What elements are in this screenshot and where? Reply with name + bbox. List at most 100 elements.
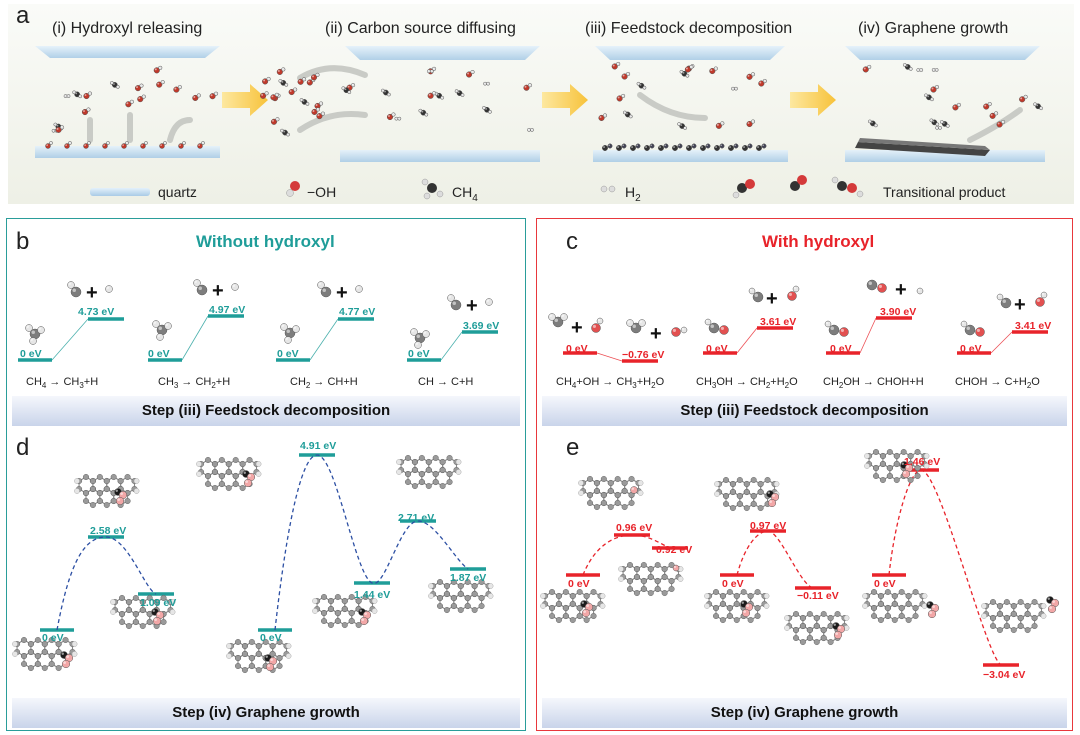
atom-highlight — [293, 88, 296, 90]
graphene-carbon — [478, 603, 485, 610]
graphene-carbon — [820, 611, 827, 618]
graphene-hydrogen — [74, 478, 80, 484]
atom-highlight — [929, 611, 932, 614]
graphene-carbon — [813, 623, 820, 630]
atom-highlight — [763, 79, 765, 82]
atom-highlight — [830, 326, 834, 330]
graphene-carbon — [820, 635, 827, 642]
atom-highlight — [935, 126, 938, 128]
atom-highlight — [1002, 299, 1006, 303]
atom-highlight — [395, 117, 397, 119]
graphene-carbon — [607, 504, 614, 511]
b-reaction-4: CH → C+H — [418, 376, 474, 388]
graphene-carbon — [891, 593, 898, 600]
graphene-carbon — [562, 589, 569, 596]
e-path-3 — [888, 469, 1002, 666]
hydrogen-atom — [193, 279, 201, 287]
legend-transitional-product: Transitional product — [883, 184, 1006, 200]
graphene-carbon — [754, 589, 761, 596]
graphene-carbon — [569, 617, 576, 624]
graphene-hydrogen — [599, 593, 606, 599]
graphene-carbon — [905, 593, 912, 600]
graphene-carbon — [640, 578, 647, 585]
atom-highlight — [140, 84, 142, 86]
stage-title-4: (iv) Graphene growth — [858, 20, 1009, 37]
atom-highlight — [198, 286, 202, 290]
atom-highlight — [1039, 107, 1042, 109]
graphene-hydrogen — [1040, 613, 1047, 619]
atom-highlight — [747, 74, 750, 77]
graphene-carbon — [886, 473, 893, 480]
e-state4-energy: −0.11 eV — [797, 590, 839, 602]
atom-highlight — [754, 293, 758, 297]
graphene-hydrogen — [133, 478, 140, 484]
graphene-carbon — [450, 579, 457, 586]
graphene-hydrogen — [455, 459, 462, 465]
atom-highlight — [997, 122, 1000, 125]
atom-highlight — [686, 74, 688, 76]
graphene-carbon — [55, 641, 62, 648]
graphene-carbon — [736, 501, 743, 508]
atom-highlight — [110, 81, 112, 83]
graphene-carbon — [255, 667, 262, 674]
graphene-carbon — [41, 641, 48, 648]
atom-highlight — [673, 146, 675, 148]
graphene-carbon — [793, 635, 800, 642]
atom-highlight — [903, 471, 906, 475]
atom-highlight — [319, 102, 322, 104]
graphene-carbon — [806, 635, 813, 642]
atom-highlight — [940, 120, 942, 122]
atom-highlight — [388, 115, 390, 118]
graphene-carbon — [457, 591, 464, 598]
graphene-carbon — [34, 661, 41, 668]
atom-highlight — [430, 70, 432, 72]
graphene-hydrogen — [578, 480, 584, 486]
graphene-carbon — [411, 467, 418, 474]
atom-highlight — [307, 80, 310, 83]
methane-legend-icon — [427, 183, 437, 193]
stage-title-1: (i) Hydroxyl releasing — [52, 20, 203, 37]
atom-highlight — [1052, 600, 1056, 603]
graphene-carbon — [886, 465, 893, 472]
atom-highlight — [932, 605, 935, 608]
d-flake-5 — [428, 579, 494, 614]
graphene-carbon — [806, 611, 813, 618]
atom-highlight — [629, 115, 631, 117]
c-reaction-1: CH4+OH → CH3+H2O — [556, 376, 665, 391]
atom-highlight — [267, 77, 269, 79]
graphene-carbon — [750, 501, 757, 508]
graphene-carbon — [576, 605, 583, 612]
plus-sign: + — [86, 282, 98, 304]
graphene-carbon — [877, 617, 884, 624]
graphene-carbon — [996, 603, 1003, 610]
atom-highlight — [720, 144, 722, 146]
atom-highlight — [285, 83, 287, 85]
graphene-carbon — [139, 599, 146, 606]
atom-highlight — [157, 334, 160, 337]
graphene-carbon — [478, 579, 485, 586]
e-step-bar: Step (iv) Graphene growth — [542, 698, 1067, 728]
graphene-carbon — [877, 593, 884, 600]
graphene-carbon — [432, 471, 439, 478]
atom-highlight — [315, 104, 318, 107]
graphene-hydrogen — [371, 608, 378, 614]
graphene-carbon — [793, 627, 800, 634]
graphene-carbon — [726, 613, 733, 620]
graphene-carbon — [153, 599, 160, 606]
atom-highlight — [263, 79, 266, 82]
graphene-carbon — [103, 486, 110, 493]
atom-highlight — [302, 78, 305, 80]
hydrogen-atom — [152, 320, 160, 328]
graphene-hydrogen — [981, 613, 987, 619]
atom-highlight — [73, 91, 75, 93]
atom-highlight — [603, 114, 606, 116]
atom-highlight — [617, 96, 620, 99]
graphene-hydrogen — [540, 603, 546, 609]
e-flake-3 — [704, 589, 770, 624]
atom-highlight — [88, 92, 90, 94]
atom-highlight — [608, 144, 610, 146]
panel-c-e-frame — [536, 218, 1073, 731]
graphene-carbon — [89, 486, 96, 493]
graphene-carbon — [996, 611, 1003, 618]
graphene-carbon — [587, 492, 594, 499]
